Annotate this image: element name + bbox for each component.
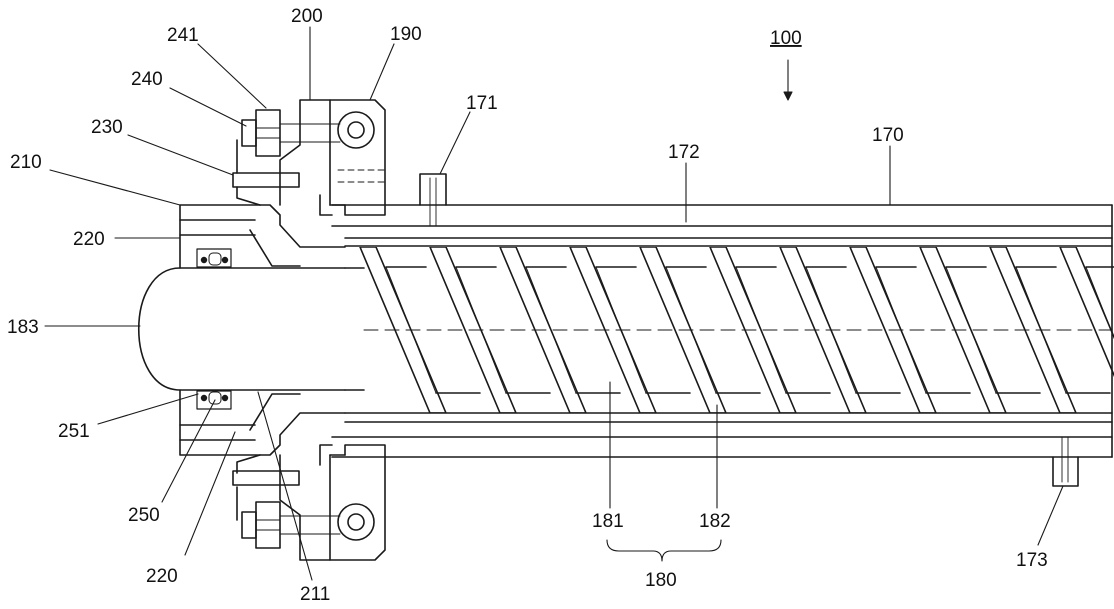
- screw-flight: [569, 247, 657, 413]
- label-240: 240: [131, 69, 163, 90]
- screw-shaft: [344, 267, 1113, 391]
- flight-face-line: [665, 266, 717, 394]
- flight-face-line: [1015, 266, 1067, 394]
- label-170: 170: [872, 125, 904, 146]
- label-181: 181: [592, 511, 624, 532]
- inlet-nozzle: [419, 173, 447, 227]
- label-100: 100: [770, 28, 802, 49]
- outer-jacket: [331, 204, 1113, 458]
- bolt-assembly: [241, 109, 341, 549]
- flight-face-line: [385, 266, 437, 394]
- bearing-housing-bottom: [179, 389, 346, 561]
- screw-flight: [429, 247, 517, 413]
- label-183: 183: [7, 317, 39, 338]
- label-220-top: 220: [73, 229, 105, 250]
- screw-flight: [499, 247, 587, 413]
- flight-face-line: [945, 266, 997, 394]
- reference-labels: 100 241 200 190 240 171 230 172 170 210 …: [7, 6, 1048, 605]
- screw-flight: [779, 247, 867, 413]
- flight-face-line: [525, 266, 577, 394]
- hinge-block: [329, 99, 386, 561]
- label-220-bottom: 220: [146, 566, 178, 587]
- label-190: 190: [390, 24, 422, 45]
- label-182: 182: [699, 511, 731, 532]
- label-210: 210: [10, 152, 42, 173]
- screw-flight: [989, 247, 1077, 413]
- label-172: 172: [668, 142, 700, 163]
- screw-flight: [1059, 247, 1114, 378]
- flight-face-line: [455, 266, 507, 394]
- label-250: 250: [128, 505, 160, 526]
- flight-face-line: [805, 266, 857, 394]
- flight-face-line: [875, 266, 927, 394]
- label-251: 251: [58, 421, 90, 442]
- label-211: 211: [300, 584, 330, 605]
- screw-flight: [849, 247, 937, 413]
- screw-flight: [709, 247, 797, 413]
- bearing-housing-top: [179, 99, 346, 269]
- screw-flights: [359, 247, 1114, 413]
- flight-face-line: [595, 266, 647, 394]
- screw-flight: [639, 247, 727, 413]
- label-200: 200: [291, 6, 323, 27]
- label-171: 171: [466, 93, 498, 114]
- flight-face-line: [735, 266, 787, 394]
- shaft-end: [137, 267, 346, 391]
- screw-flight: [919, 247, 1007, 413]
- label-180: 180: [645, 570, 677, 591]
- clamp-plate: [232, 172, 300, 486]
- label-241: 241: [167, 25, 199, 46]
- outlet-nozzle: [1052, 436, 1079, 487]
- flight-face-line: [1085, 266, 1114, 339]
- label-173: 173: [1016, 550, 1048, 571]
- leader-lines: [44, 26, 1064, 581]
- screw-flight: [359, 247, 447, 413]
- label-230: 230: [91, 117, 123, 138]
